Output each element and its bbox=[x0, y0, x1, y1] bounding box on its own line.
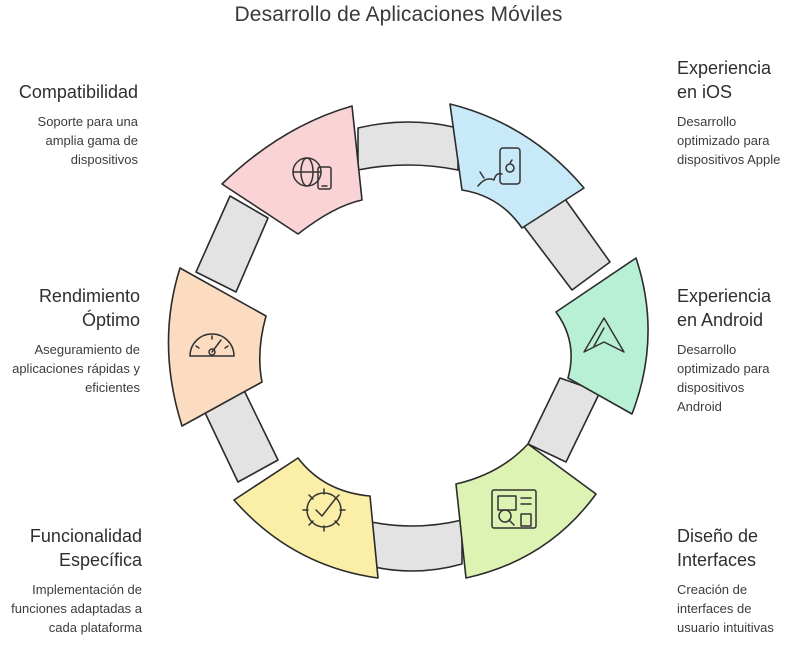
segment-interfaces bbox=[455, 443, 597, 579]
connector-bottom bbox=[361, 519, 463, 572]
segment-compatibilidad bbox=[221, 105, 363, 235]
connector-upper-left bbox=[195, 195, 269, 293]
desc-compatibilidad: Soporte para una amplia gama de disposit… bbox=[37, 114, 138, 167]
label-compatibilidad: Compatibilidad Soporte para una amplia g… bbox=[0, 80, 138, 169]
desc-android: Desarrollo optimizado para dispositivos … bbox=[677, 342, 770, 414]
desc-ios: Desarrollo optimizado para dispositivos … bbox=[677, 114, 781, 167]
apple-phone-icon bbox=[477, 147, 521, 187]
label-ios: Experiencia en iOS Desarrollo optimizado… bbox=[677, 56, 789, 169]
segment-android bbox=[555, 257, 649, 415]
heading-rendimiento: Rendimiento Óptimo bbox=[38, 286, 140, 330]
heading-funcionalidad: Funcionalidad Específica bbox=[29, 526, 142, 570]
heading-android: Experiencia en Android bbox=[677, 286, 772, 330]
heading-ios: Experiencia en iOS bbox=[677, 58, 772, 102]
ring-connectors bbox=[195, 121, 611, 572]
desc-rendimiento: Aseguramiento de aplicaciones rápidas y … bbox=[12, 342, 140, 395]
desc-funcionalidad: Implementación de funciones adaptadas a … bbox=[11, 582, 142, 635]
speedometer-icon bbox=[189, 333, 235, 357]
heading-interfaces: Diseño de Interfaces bbox=[677, 526, 759, 570]
globe-phone-icon bbox=[292, 157, 332, 190]
label-android: Experiencia en Android Desarrollo optimi… bbox=[677, 284, 785, 416]
gear-check-icon bbox=[302, 488, 346, 532]
desc-interfaces: Creación de interfaces de usuario intuit… bbox=[677, 582, 774, 635]
label-rendimiento: Rendimiento Óptimo Aseguramiento de apli… bbox=[0, 284, 140, 397]
label-funcionalidad: Funcionalidad Específica Implementación … bbox=[0, 524, 142, 637]
diagram-title: Desarrollo de Aplicaciones Móviles bbox=[234, 3, 563, 26]
segment-ios bbox=[449, 103, 585, 229]
heading-compatibilidad: Compatibilidad bbox=[18, 82, 138, 102]
segment-funcionalidad bbox=[233, 457, 379, 579]
label-interfaces: Diseño de Interfaces Creación de interfa… bbox=[677, 524, 789, 637]
interface-design-icon bbox=[491, 489, 537, 529]
connector-top bbox=[357, 121, 459, 171]
android-logo-icon bbox=[583, 317, 625, 353]
segment-rendimiento bbox=[167, 267, 267, 427]
